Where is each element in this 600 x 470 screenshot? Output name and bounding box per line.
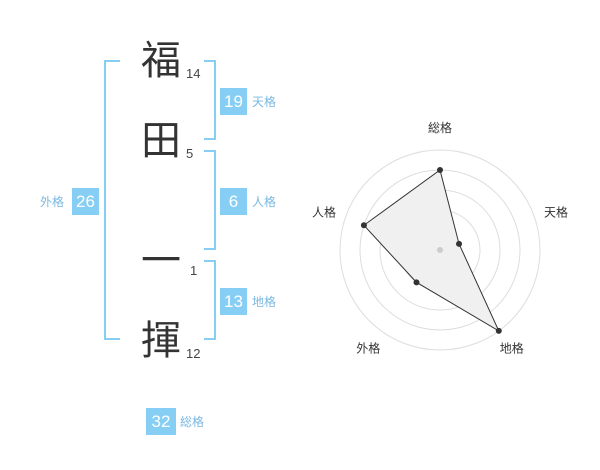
chikaku-value: 13	[220, 288, 247, 315]
jinkaku-bracket	[204, 150, 216, 250]
chikaku-bracket	[204, 260, 216, 340]
name-character-3: 一	[141, 238, 181, 284]
radar-ring	[339, 149, 541, 351]
jinkaku-value: 6	[220, 188, 247, 215]
radar-point	[360, 222, 367, 229]
soukaku-label: 総格	[180, 415, 205, 429]
radar-axis-label: 外格	[356, 341, 380, 356]
gaikaku-bracket	[104, 60, 120, 340]
jinkaku-label: 人格	[252, 195, 277, 209]
chikaku-label: 地格	[252, 295, 277, 309]
radar-point	[413, 279, 420, 286]
radar-points	[360, 167, 502, 334]
radar-point	[495, 327, 502, 334]
stroke-count-2: 5	[186, 146, 194, 161]
name-character-4: 揮	[141, 318, 181, 364]
stroke-count-4: 12	[186, 346, 201, 361]
tenkaku-label: 天格	[252, 95, 277, 109]
tenkaku-bracket	[204, 60, 216, 140]
radar-axis-label: 総格	[428, 120, 452, 135]
name-character-1: 福	[141, 38, 181, 84]
radar-center-dot	[437, 247, 443, 253]
radar-axis-label: 地格	[500, 341, 524, 356]
tenkaku-value: 19	[220, 88, 247, 115]
name-character-2: 田	[141, 118, 181, 164]
soukaku-value: 32	[146, 408, 176, 435]
radar-point	[456, 240, 463, 247]
stroke-count-1: 14	[186, 66, 201, 81]
radar-axis-label: 天格	[544, 204, 568, 219]
stroke-count-3: 1	[190, 263, 198, 278]
radar-point	[437, 167, 443, 173]
gaikaku-value: 26	[72, 188, 99, 215]
radar-shape	[363, 169, 500, 333]
radar-axis-label: 人格	[312, 204, 336, 219]
gaikaku-label: 外格	[40, 195, 65, 209]
